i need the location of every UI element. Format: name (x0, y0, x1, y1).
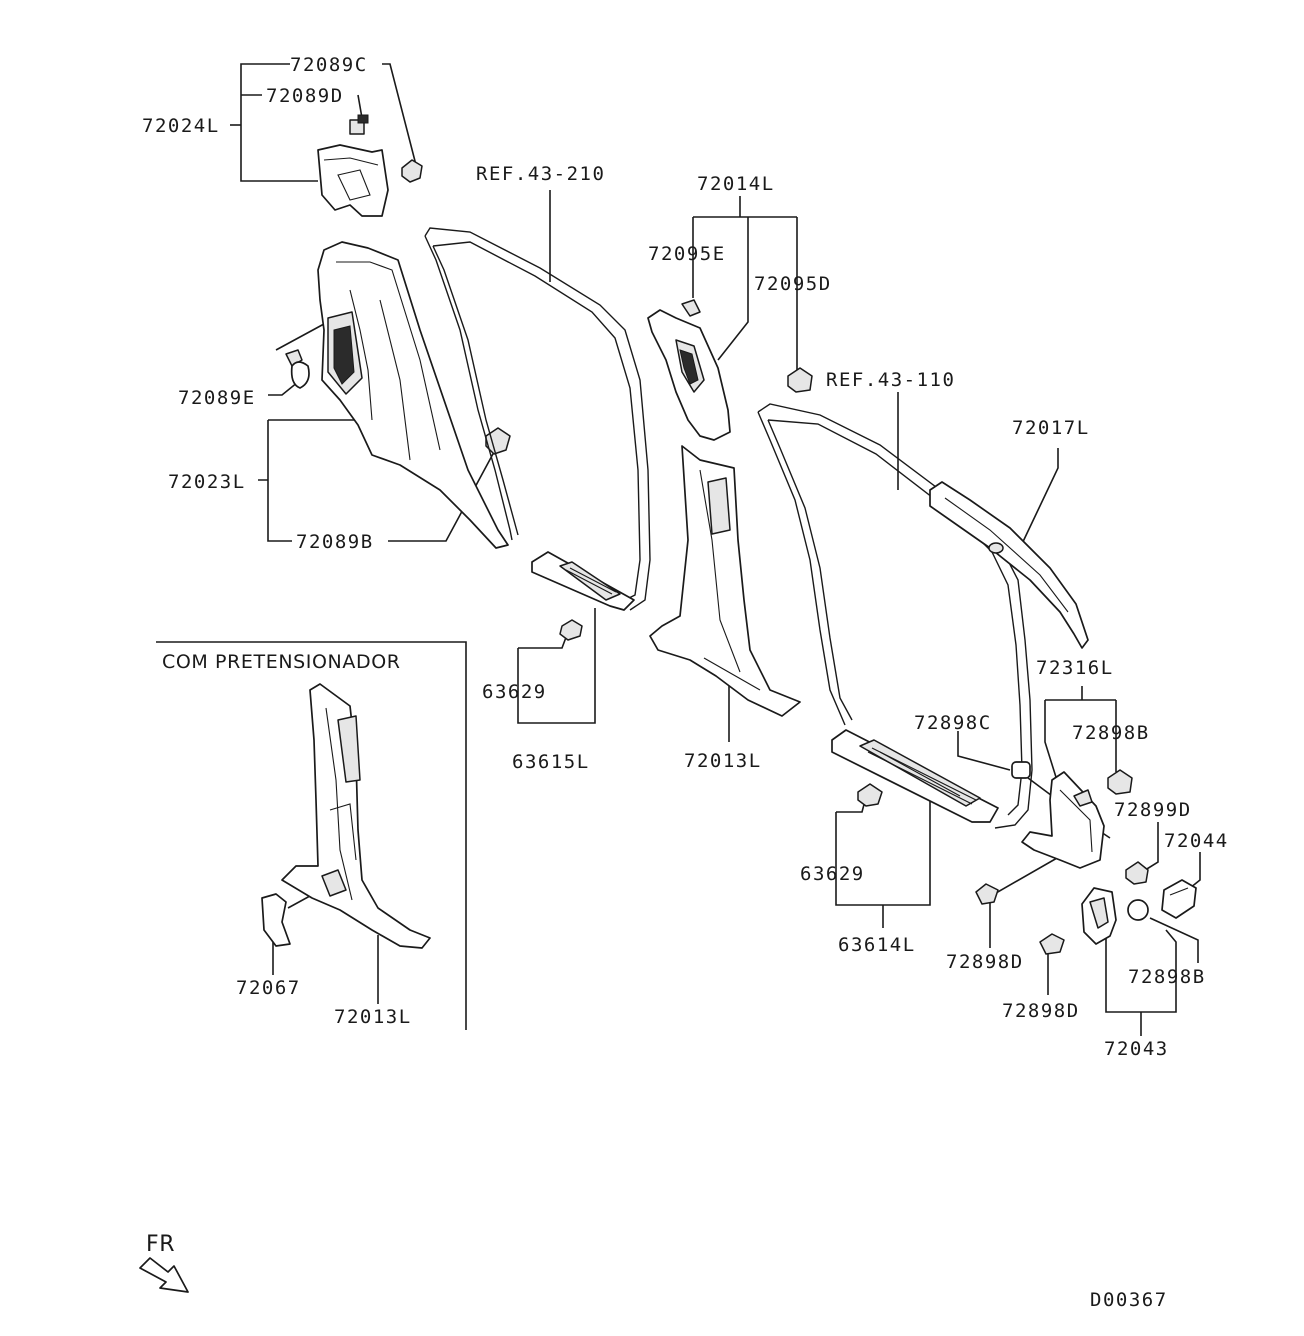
clip-63629-front (559, 619, 583, 641)
part-labels: 72089C 72089D 72024L REF.43-210 72014L 7… (142, 54, 1229, 1311)
part-63614L-scuff-plate (831, 729, 999, 823)
label-72013L-inset: 72013L (334, 1006, 412, 1028)
part-72316L-quarter-trim (1021, 771, 1105, 869)
label-72014L: 72014L (697, 173, 775, 195)
clip-72089C (401, 159, 423, 183)
clip-72898C (1011, 761, 1031, 779)
part-72014L-upper-garnish (647, 299, 731, 441)
label-72095D: 72095D (754, 273, 832, 295)
label-72899D: 72899D (1114, 799, 1192, 821)
label-72898B-a: 72898B (1072, 722, 1150, 744)
inset-header: COM PRETENSIONADOR (162, 651, 401, 673)
inset-frame (156, 641, 467, 1030)
label-72017L: 72017L (1012, 417, 1090, 439)
label-63629-rear: 63629 (800, 863, 865, 885)
label-72013L-main: 72013L (684, 750, 762, 772)
clip-72089B (485, 427, 511, 455)
clip-63629-rear (857, 783, 883, 807)
clip-72898B-b (1127, 899, 1149, 921)
seal-ref43-210-front (424, 227, 651, 611)
label-ref43-110: REF.43-110 (826, 369, 955, 391)
clip-72095D (787, 367, 813, 393)
label-72898C: 72898C (914, 712, 992, 734)
part-72044-bracket (1161, 879, 1197, 919)
label-72095E: 72095E (648, 243, 726, 265)
inset-part-72013L (281, 683, 431, 949)
label-72089E: 72089E (178, 387, 256, 409)
label-72898D-b: 72898D (1002, 1000, 1080, 1022)
direction-label: FR (146, 1232, 175, 1257)
seal-ref43-110-rear (757, 403, 1033, 829)
label-ref43-210: REF.43-210 (476, 163, 605, 185)
label-72067: 72067 (236, 977, 301, 999)
part-72017L-rear-garnish (929, 481, 1089, 649)
clip-72089E (285, 349, 310, 389)
label-63629-front: 63629 (482, 681, 547, 703)
label-72044: 72044 (1164, 830, 1229, 852)
part-72023L-pillar-trim (317, 241, 509, 549)
part-72024L-upper-garnish (317, 114, 389, 217)
label-63615L: 63615L (512, 751, 590, 773)
label-72316L: 72316L (1036, 657, 1114, 679)
label-72898D-a: 72898D (946, 951, 1024, 973)
label-72089D: 72089D (266, 85, 344, 107)
part-72043-anchor-cover (1081, 887, 1117, 945)
label-72024L: 72024L (142, 115, 220, 137)
leader-lines (230, 63, 1201, 1036)
clip-72899D (1125, 861, 1149, 885)
inset-part-72067 (261, 893, 291, 947)
front-direction-arrow-icon (139, 1257, 189, 1293)
part-72013L-lower-pillar-trim (649, 445, 801, 717)
label-72089B: 72089B (296, 531, 374, 553)
label-72089C: 72089C (290, 54, 368, 76)
label-63614L: 63614L (838, 934, 916, 956)
clip-72898B-a (1107, 769, 1133, 795)
part-63615L-scuff-plate (531, 551, 635, 611)
clip-72898D-a (975, 883, 999, 905)
clip-72898D-b (1039, 933, 1065, 955)
label-72043: 72043 (1104, 1038, 1169, 1060)
diagram-code: D00367 (1090, 1289, 1168, 1311)
label-72023L: 72023L (168, 471, 246, 493)
label-72898B-b: 72898B (1128, 966, 1206, 988)
